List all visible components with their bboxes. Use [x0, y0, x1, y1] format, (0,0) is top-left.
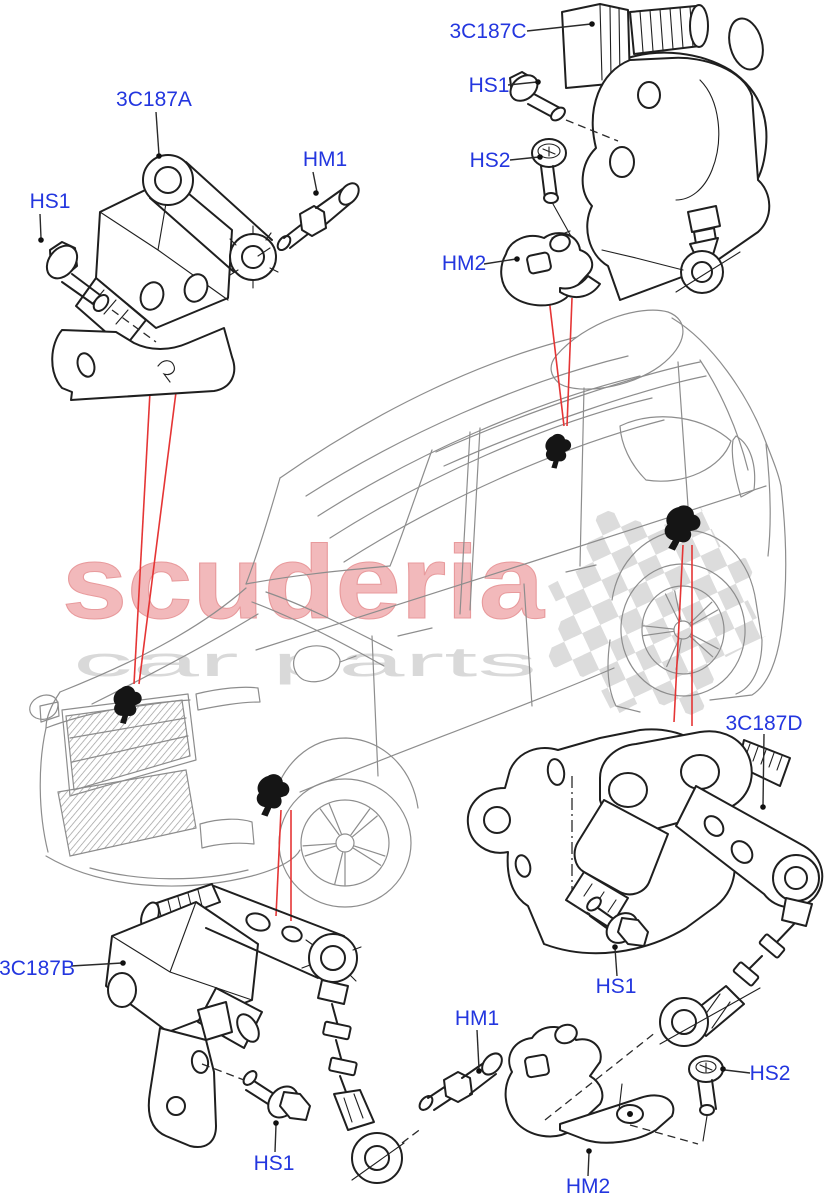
sensor-assembly-3c187c [561, 3, 771, 301]
bracket-hm2-top-right-icon [500, 230, 601, 307]
callout-hm2-bottom[interactable]: HM2 [566, 1175, 610, 1198]
bolt-hs1-top-left-icon [45, 241, 157, 343]
front-fender-clip-icon [253, 772, 292, 820]
front-wheel [278, 778, 412, 908]
sensor-c-bracket [581, 56, 771, 301]
sensor-assembly-3c187d [466, 728, 824, 1047]
callout-hs1-top-left[interactable]: HS1 [30, 190, 71, 213]
screw-hs2-bottom-icon [629, 1055, 724, 1145]
callout-3c187a[interactable]: 3C187A [116, 88, 192, 111]
checkered-flag-icon [546, 506, 766, 718]
callout-3c187b[interactable]: 3C187B [0, 957, 75, 980]
fog-light [199, 818, 255, 849]
lower-intake [57, 769, 197, 857]
bolt-hs1-top-right-icon [509, 71, 619, 142]
taillight [731, 435, 756, 498]
leader-lines [38, 21, 766, 1177]
roof-spoiler [550, 309, 684, 390]
stud-hm1-bottom-icon [401, 1052, 503, 1144]
callout-hs1-top-right[interactable]: HS1 [469, 74, 510, 97]
vehicle-illustration [29, 309, 787, 908]
callout-labels: 3C187A HS1 HM1 3C187C HS1 HS2 HM2 3C187D… [0, 20, 803, 1198]
sensor-a-bracket [51, 327, 236, 401]
callout-hm2-top-right[interactable]: HM2 [442, 252, 486, 275]
callout-hs2-bottom[interactable]: HS2 [750, 1062, 791, 1085]
sensor-assembly-3c187b [105, 883, 405, 1184]
callout-hs1-right-lower[interactable]: HS1 [596, 975, 637, 998]
sensor-b-bracket [147, 1027, 217, 1148]
bracket-hm2-bottom-icon [504, 1023, 675, 1144]
screw-hs2-top-right-icon [531, 138, 573, 239]
side-mirror [293, 645, 341, 683]
callout-hm1-top-left[interactable]: HM1 [303, 148, 347, 171]
sensor-assembly-3c187a [51, 154, 279, 401]
bolt-hs1-right-lower-icon [574, 896, 649, 947]
callout-hs1-bottom-left[interactable]: HS1 [254, 1152, 295, 1175]
grille-surround [61, 693, 197, 797]
callout-3c187d[interactable]: 3C187D [725, 712, 802, 735]
headlight [195, 686, 261, 711]
rear-window [619, 416, 732, 482]
bolt-hs1-bottom-left-icon [201, 1063, 311, 1121]
callout-3c187c[interactable]: 3C187C [449, 20, 526, 43]
rear-wheel [620, 563, 746, 697]
location-lines [133, 297, 693, 921]
stud-hm1-top-left-icon [257, 182, 360, 257]
watermark: scuderia car parts [62, 506, 766, 718]
callout-hs2-top-right[interactable]: HS2 [470, 149, 511, 172]
callout-hm1-bottom[interactable]: HM1 [455, 1007, 499, 1030]
